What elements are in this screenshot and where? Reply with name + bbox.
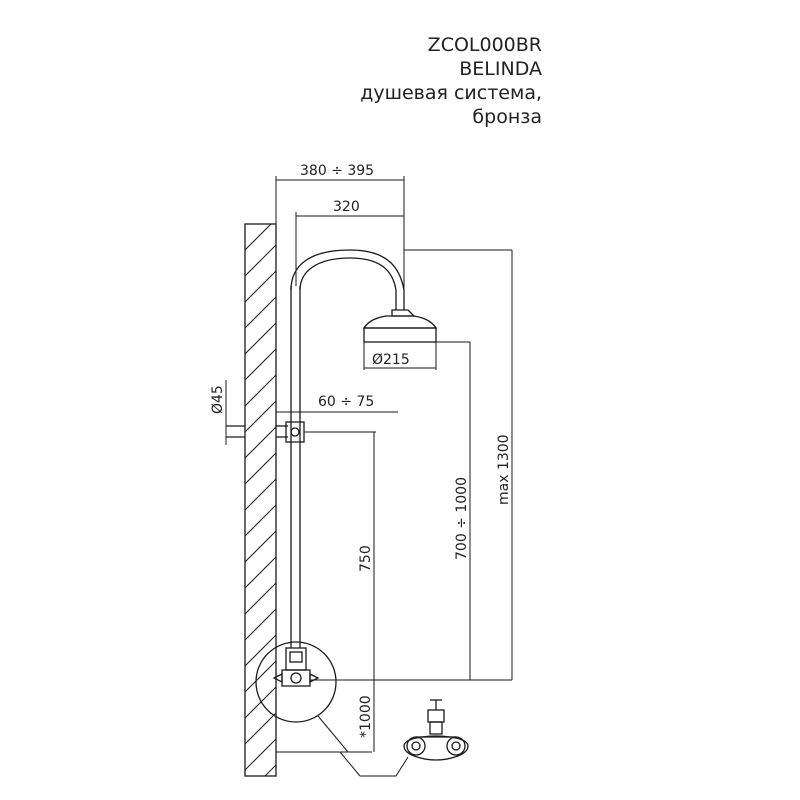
- hatch-line: [244, 296, 277, 329]
- hatch-line: [244, 634, 277, 667]
- hatch-line: [244, 400, 277, 433]
- detail-leader: [317, 715, 349, 753]
- detail-circle: [255, 641, 337, 723]
- dimension-bar-height: 750: [304, 431, 376, 752]
- product-description: душевая система,: [360, 82, 542, 104]
- label-max-height: max 1300: [496, 434, 512, 505]
- hatch-line: [244, 244, 277, 277]
- hatch-line: [244, 504, 277, 537]
- hatch-line: [244, 530, 277, 563]
- label-head-height: 700 ÷ 1000: [454, 477, 470, 560]
- dimension-reach-total: 380 ÷ 395: [275, 163, 405, 290]
- label-bar-height: 750: [358, 545, 374, 572]
- product-finish: бронза: [472, 106, 542, 128]
- dimension-head-diameter: Ø215: [363, 342, 437, 370]
- riser-pipe: [290, 286, 301, 648]
- label-reach-total: 380 ÷ 395: [300, 163, 374, 179]
- hatch-line: [244, 686, 277, 719]
- label-arm-reach: 320: [333, 199, 360, 215]
- hatch-line: [264, 764, 277, 777]
- hatch-line: [244, 374, 277, 407]
- hatch-line: [244, 608, 277, 641]
- hatch-line: [244, 322, 277, 355]
- shower-head: [362, 309, 438, 343]
- wall-flange: [225, 380, 245, 445]
- hatch-line: [244, 223, 272, 251]
- label-mixer-height: *1000: [358, 695, 374, 738]
- dimension-arm-reach: 320: [295, 199, 404, 286]
- hatch-line: [244, 712, 277, 745]
- hatch-line: [244, 270, 277, 303]
- hatch-line: [244, 738, 277, 771]
- dimension-max-height: max 1300: [310, 249, 513, 681]
- dimension-head-height: 700 ÷ 1000: [436, 341, 471, 680]
- dimension-wall-offset: 60 ÷ 75: [276, 394, 398, 413]
- hatch-line: [244, 452, 277, 485]
- hatch-line: [244, 556, 277, 589]
- wall-hatching: [244, 223, 277, 777]
- hatch-line: [244, 660, 277, 693]
- hatch-line: [244, 426, 277, 459]
- mixer-detail: [403, 699, 469, 761]
- wall: [244, 223, 277, 777]
- shower-arm: [290, 249, 405, 310]
- label-wall-offset: 60 ÷ 75: [318, 394, 374, 410]
- product-model: BELINDA: [459, 58, 542, 80]
- product-code: ZCOL000BR: [427, 34, 542, 56]
- label-head-diameter: Ø215: [372, 352, 410, 368]
- wall-bracket: [276, 421, 305, 443]
- hatch-line: [244, 348, 277, 381]
- hatch-line: [244, 478, 277, 511]
- mixer-body: [272, 647, 320, 687]
- label-pipe-diameter: Ø45: [210, 385, 226, 414]
- floor-leader: [339, 751, 361, 777]
- floor-leader-tail: [360, 756, 409, 777]
- hatch-line: [244, 582, 277, 615]
- title-block: ZCOL000BR BELINDA душевая система, бронз…: [360, 33, 542, 129]
